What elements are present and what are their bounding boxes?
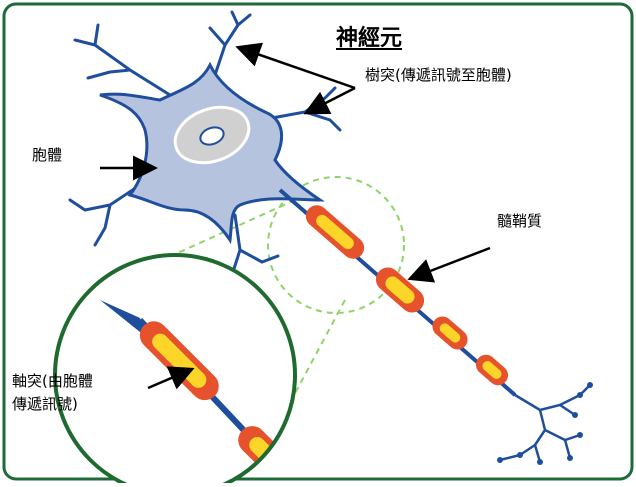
axon-label-line2: 傳遞訊號) [12, 395, 78, 414]
myelin-label: 髓鞘質 [497, 212, 542, 231]
axon-label-line1: 軸突(由胞體 [12, 372, 93, 391]
dendrite-label: 樹突(傳遞訊號至胞體) [365, 66, 512, 85]
cell-body-label: 胞體 [32, 146, 62, 165]
diagram-title: 神經元 [336, 20, 402, 52]
